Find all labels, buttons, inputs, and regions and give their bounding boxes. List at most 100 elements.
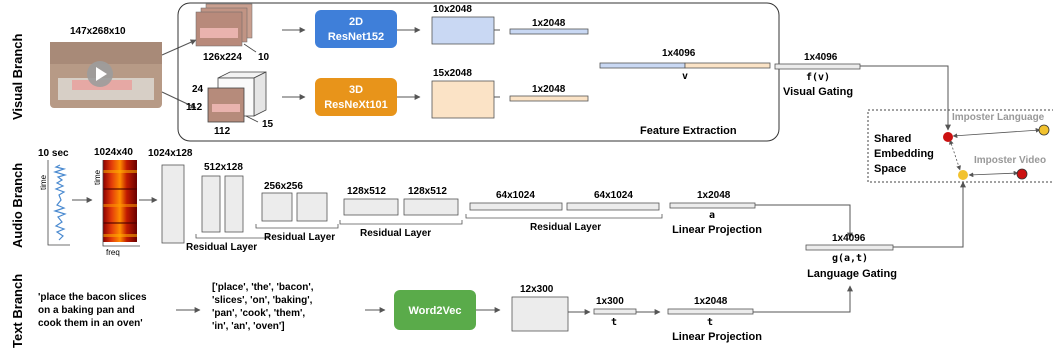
resnet152-block: 2D ResNet152 <box>315 10 397 48</box>
word2vec-block: Word2Vec <box>394 290 476 330</box>
imposter-language-link <box>952 127 1041 139</box>
embedding-space-box <box>867 109 1053 183</box>
res4-block-a <box>469 202 563 211</box>
res1-block-a <box>201 175 221 233</box>
branch-label-visual: Visual Branch <box>10 33 25 120</box>
audio-proj-label: Linear Projection <box>672 224 762 236</box>
frames-2d-dims: 126x224 <box>203 52 242 63</box>
frames-3d-width: 112 <box>214 126 231 137</box>
visual-gating-label: Visual Gating <box>783 86 853 98</box>
res4-bracket <box>465 214 663 219</box>
frames-3d-count: 15 <box>262 119 274 130</box>
frames-2d-stack <box>195 3 253 47</box>
text-pool-vector <box>593 308 637 315</box>
res3-bracket <box>339 220 463 225</box>
frames-2d-count: 10 <box>258 52 270 63</box>
res4-dims-a: 64x1024 <box>496 190 535 201</box>
text-pool-var: t <box>611 317 617 328</box>
frames-3d-depth: 24 <box>192 84 204 95</box>
embedding-pair-link <box>949 139 961 171</box>
concat-var: v <box>682 71 688 82</box>
feat-2d-block <box>431 16 495 45</box>
text-proj-dims: 1x2048 <box>694 296 728 307</box>
imposter-language-label: Imposter Language <box>952 112 1045 123</box>
res2-label: Residual Layer <box>264 232 335 243</box>
arrow-visual-to-embedding <box>860 65 951 131</box>
conv-dims: 1024x128 <box>148 148 193 159</box>
res3-label: Residual Layer <box>360 228 431 239</box>
res2-bracket <box>255 224 339 229</box>
visual-gated-vector <box>774 63 861 70</box>
resnext101-line2: ResNeXt101 <box>324 99 388 111</box>
pool-2d-vector <box>509 28 589 35</box>
arrow-audio-to-lang-gating <box>755 204 853 239</box>
tokens-line-1: ['place', 'the', 'bacon', <box>212 282 314 293</box>
pool-2d-dims: 1x2048 <box>532 18 566 29</box>
text-proj-vector <box>667 308 754 315</box>
resnext101-line1: 3D <box>349 84 363 96</box>
frames-3d-height: 112 <box>186 102 203 113</box>
word-embed-dims: 12x300 <box>520 284 554 295</box>
concat-dims: 1x4096 <box>662 48 696 59</box>
imposter-video-link <box>968 170 1019 178</box>
audio-duration: 10 sec <box>38 148 69 159</box>
audio-proj-vector <box>669 202 756 209</box>
res1-block-b <box>224 175 244 233</box>
lang-gated-var: g(a,t) <box>832 253 868 264</box>
feat-3d-block <box>431 80 495 119</box>
res1-label: Residual Layer <box>186 242 257 253</box>
visual-gated-var: f(v) <box>806 72 830 83</box>
lang-gated-dims: 1x4096 <box>832 233 866 244</box>
imposter-language-point <box>1038 124 1050 136</box>
res4-block-b <box>566 202 660 211</box>
caption-line-1: 'place the bacon slices <box>38 292 147 303</box>
resnet152-line2: ResNet152 <box>328 31 384 43</box>
lang-gating-label: Language Gating <box>807 268 897 280</box>
concat-vector-right <box>684 62 771 69</box>
embedding-label-line-3: Space <box>874 163 906 175</box>
text-proj-var: t <box>707 317 713 328</box>
res2-block-b <box>296 192 328 222</box>
tokens-line-3: 'pan', 'cook', 'them', <box>212 308 305 319</box>
res3-block-b <box>403 198 459 216</box>
imposter-video-label: Imposter Video <box>974 155 1046 166</box>
res3-dims-a: 128x512 <box>347 186 386 197</box>
audio-time-label-1: time <box>39 174 48 190</box>
audio-proj-var: a <box>709 210 715 221</box>
caption-line-2: on a baking pan and <box>38 305 135 316</box>
imposter-video-point <box>1016 168 1028 180</box>
feat-3d-dims: 15x2048 <box>433 68 472 79</box>
visual-gated-dims: 1x4096 <box>804 52 838 63</box>
tokens-line-4: 'in', 'an', 'oven'] <box>212 321 285 332</box>
caption-line-3: cook them in an oven' <box>38 318 143 329</box>
branch-label-audio: Audio Branch <box>10 163 25 248</box>
embedding-label-line-1: Shared <box>874 133 911 145</box>
text-proj-label: Linear Projection <box>672 331 762 343</box>
spectrogram-dims: 1024x40 <box>94 147 133 158</box>
frames-3d-stack <box>207 71 267 123</box>
lang-gated-vector <box>805 244 894 251</box>
audio-proj-dims: 1x2048 <box>697 190 731 201</box>
feat-2d-dims: 10x2048 <box>433 4 472 15</box>
tokens-line-2: 'slices', 'on', 'baking', <box>212 295 313 306</box>
arrow-text-to-lang-gating <box>753 285 853 313</box>
feature-extraction-label: Feature Extraction <box>640 125 737 137</box>
text-pool-dims: 1x300 <box>596 296 624 307</box>
arrow-lang-to-embedding <box>893 181 966 248</box>
arrow-video-to-3d <box>161 91 197 109</box>
pool-3d-vector <box>509 95 589 102</box>
res4-label: Residual Layer <box>530 222 601 233</box>
video-input-dims: 147x268x10 <box>70 26 126 37</box>
feature-extraction-box <box>177 2 780 142</box>
spectrogram-image <box>103 160 137 242</box>
concat-vector-left <box>599 62 686 69</box>
audio-time-label-2: time <box>93 169 102 185</box>
branch-label-text: Text Branch <box>10 274 25 348</box>
video-embedding-point <box>943 132 953 142</box>
res1-bracket <box>195 234 269 239</box>
res2-dims: 256x256 <box>264 181 303 192</box>
spectrogram-axis <box>102 160 140 247</box>
language-embedding-point <box>958 170 968 180</box>
res2-block-a <box>261 192 293 222</box>
